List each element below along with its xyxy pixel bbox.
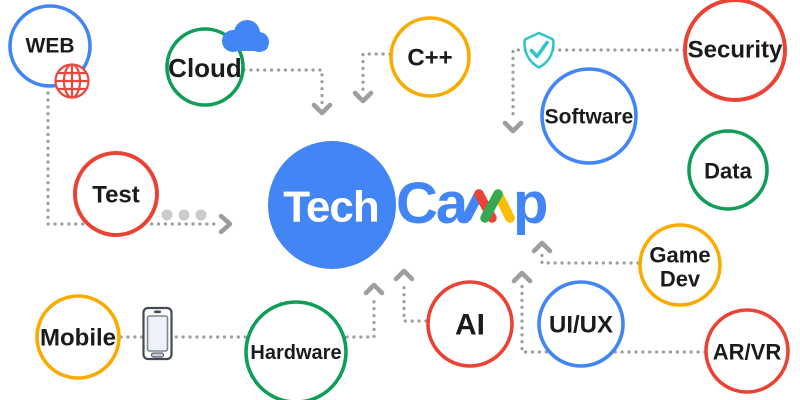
node-uiux: UI/UX — [537, 280, 625, 368]
node-security: Security — [683, 0, 787, 102]
logo-zigzag-m — [462, 189, 515, 223]
shield-check-icon — [523, 31, 555, 69]
cloud-circle — [165, 27, 245, 107]
node-arvr: AR/VR — [704, 308, 790, 394]
ai-label: AI — [455, 309, 485, 342]
web-label: WEB — [26, 35, 75, 58]
software-circle — [540, 67, 638, 165]
cpp-circle — [389, 16, 471, 98]
gamedev-circle — [638, 223, 722, 307]
mobile-circle — [35, 294, 121, 380]
node-software: Software — [540, 67, 638, 165]
arrow-up-icon — [511, 270, 533, 284]
logo-text-ca: Ca — [396, 171, 469, 236]
node-cloud: Cloud — [165, 27, 245, 107]
cpp-label: C++ — [407, 45, 452, 72]
ellipsis-dots — [161, 209, 207, 221]
software-label: Software — [545, 106, 634, 129]
security-label: Security — [688, 37, 783, 64]
test-label: Test — [92, 182, 140, 209]
node-data: Data — [687, 129, 769, 211]
connectors — [46, 48, 707, 354]
test-circle — [73, 151, 159, 237]
arrow-up-icon — [363, 282, 385, 296]
gamedev-label-line2: Dev — [660, 267, 701, 292]
node-test: Test — [73, 151, 159, 237]
checkmark-icon — [529, 40, 549, 59]
data-circle — [687, 129, 769, 211]
data-label: Data — [704, 159, 752, 184]
arvr-label: AR/VR — [713, 340, 782, 365]
gamedev-label-line1: Game — [649, 243, 710, 268]
logo-text-tech: Tech — [283, 183, 378, 232]
node-cpp: C++ — [389, 16, 471, 98]
connector-security-to-center — [511, 48, 686, 121]
hardware-label: Hardware — [250, 342, 341, 364]
security-circle — [683, 0, 787, 102]
connector-cloud-to-center — [242, 68, 324, 105]
connector-web-to-test — [46, 91, 220, 226]
mobile-label: Mobile — [40, 325, 116, 352]
connector-cpp-to-center — [361, 52, 392, 93]
logo-circle — [268, 141, 396, 269]
connector-ai-to-center — [402, 281, 428, 323]
node-hardware: Hardware — [244, 300, 348, 400]
hardware-circle — [244, 300, 348, 400]
connector-hardware-to-center — [345, 295, 376, 339]
arrow-down-icon — [352, 90, 374, 104]
connector-gamedev-to-center — [540, 253, 640, 265]
arrow-up-icon — [393, 268, 415, 282]
arrow-up-icon — [531, 240, 553, 254]
arvr-circle — [704, 308, 790, 394]
ai-circle — [426, 280, 514, 368]
node-mobile: Mobile — [35, 294, 121, 380]
cloud-label: Cloud — [168, 53, 242, 83]
node-ai: AI — [426, 280, 514, 368]
node-gamedev: Game Dev — [638, 223, 722, 307]
cloud-icon — [222, 20, 269, 52]
smartphone-icon — [142, 306, 173, 361]
connector-arvr-to-center — [520, 283, 707, 354]
techcamp-logo: Tech Ca p — [268, 141, 548, 269]
arrow-down-icon — [311, 102, 333, 116]
globe-icon — [54, 63, 90, 99]
arrow-right-icon — [218, 213, 233, 235]
uiux-circle — [537, 280, 625, 368]
arrow-down-icon — [502, 120, 524, 134]
uiux-label: UI/UX — [549, 312, 613, 339]
logo-text-p: p — [513, 171, 548, 236]
